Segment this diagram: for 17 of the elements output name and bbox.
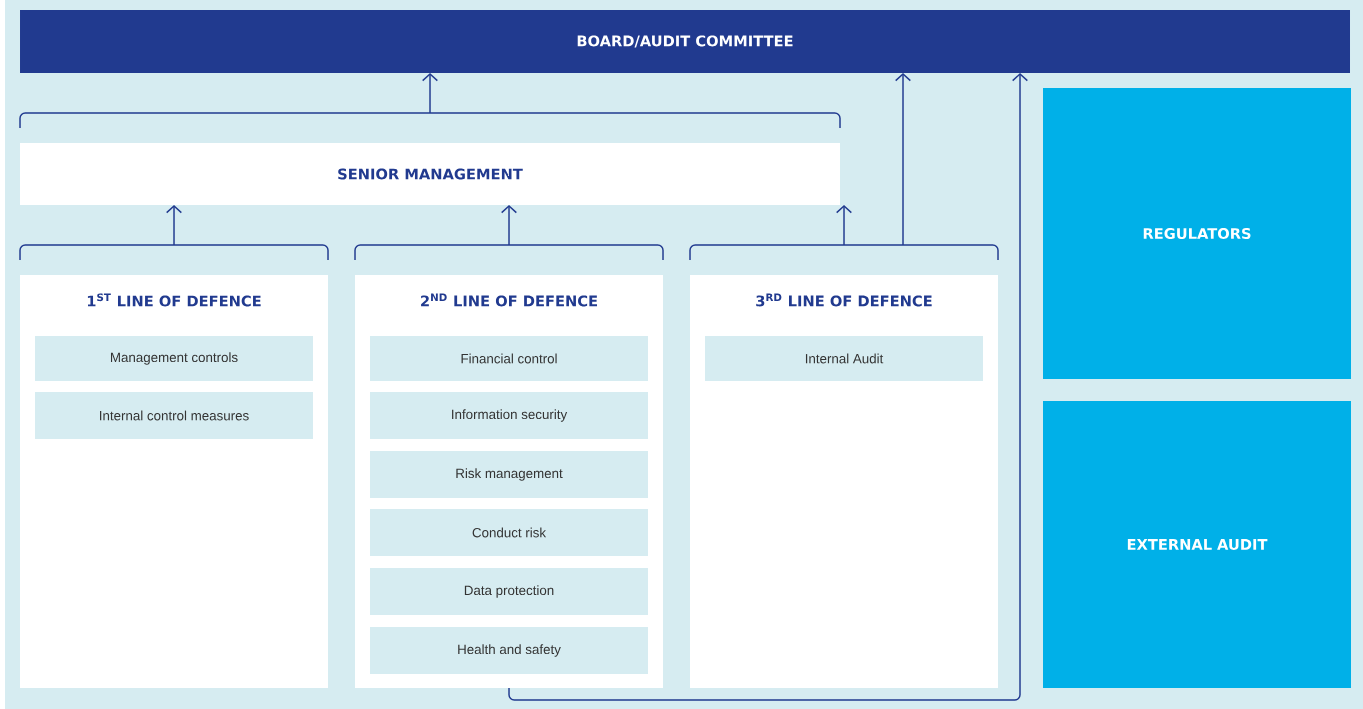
stakeholder-box: EXTERNAL AUDIT [1043, 401, 1351, 688]
arrow [19, 205, 329, 261]
control-box: Internal Audit [705, 336, 983, 381]
control-box: Internal control measures [35, 392, 313, 439]
management-box: SENIOR MANAGEMENT [20, 143, 840, 205]
arrow [894, 73, 912, 246]
board-box: BOARD/AUDIT COMMITTEE [20, 10, 1350, 73]
control-box: Management controls [35, 336, 313, 381]
control-box: Conduct risk [370, 509, 648, 556]
control-box: Information security [370, 392, 648, 439]
control-box: Data protection [370, 568, 648, 615]
arrow [354, 205, 664, 261]
control-box: Financial control [370, 336, 648, 381]
arrow [689, 205, 999, 261]
control-box: Health and safety [370, 627, 648, 674]
stakeholder-box: REGULATORS [1043, 88, 1351, 379]
control-box: Risk management [370, 451, 648, 498]
